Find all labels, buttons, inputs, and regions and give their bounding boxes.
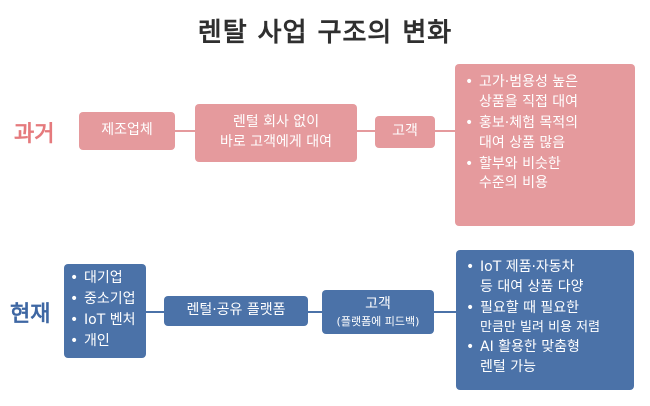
- present-customer-box: 고객 (플랫폼에 피드백): [322, 290, 434, 334]
- past-connector-3: [435, 130, 455, 132]
- diagram-title: 렌탈 사업 구조의 변화: [197, 18, 453, 48]
- past-customer-box: 고객: [375, 116, 435, 148]
- present-connector-1: [146, 311, 164, 313]
- present-connector-2: [308, 311, 322, 313]
- manufacturer-box: 제조업체: [79, 112, 175, 150]
- supplier-item: 중소기업: [70, 290, 140, 310]
- past-label: 과거: [14, 122, 55, 147]
- supplier-item: IoT 벤처: [70, 311, 140, 331]
- past-connector-2: [357, 130, 375, 132]
- direct-line-1: 렌털 회사 없이: [232, 114, 320, 131]
- present-feature-item: 필요할 때 필요한 만큼만 빌려 비용 저렴: [466, 299, 624, 337]
- past-feature-item: 할부와 비슷한 수준의 비용: [465, 155, 625, 195]
- past-feature-item: 홍보·체험 목적의 대여 상품 많음: [465, 114, 625, 154]
- direct-rental-box: 렌털 회사 없이 바로 고객에게 대여: [195, 104, 357, 162]
- platform-text: 렌털·공유 플랫폼: [186, 302, 286, 319]
- present-feature-item: AI 활용한 맞춤형 렌털 가능: [466, 338, 624, 378]
- past-connector-1: [175, 130, 195, 132]
- direct-line-2: 바로 고객에게 대여: [220, 134, 332, 150]
- supplier-item: 개인: [70, 332, 140, 352]
- past-feature-item: 고가·범용성 높은 상품을 직접 대여: [465, 73, 625, 113]
- present-feature-item: IoT 제품·자동차 등 대여 상품 다양: [466, 258, 624, 298]
- supplier-item: 대기업: [70, 269, 140, 289]
- manufacturer-text: 제조업체: [101, 122, 153, 139]
- suppliers-box: 대기업 중소기업 IoT 벤처 개인: [64, 264, 146, 358]
- present-label: 현재: [10, 302, 51, 327]
- platform-box: 렌털·공유 플랫폼: [164, 296, 308, 326]
- past-features-box: 고가·범용성 높은 상품을 직접 대여 홍보·체험 목적의 대여 상품 많음 할…: [455, 64, 635, 226]
- present-customer-text: 고객: [365, 295, 391, 312]
- present-connector-3: [434, 311, 456, 313]
- past-customer-text: 고객: [392, 123, 418, 140]
- present-customer-sub: (플랫폼에 피드백): [336, 315, 420, 329]
- present-features-box: IoT 제품·자동차 등 대여 상품 다양 필요할 때 필요한 만큼만 빌려 비…: [456, 250, 634, 390]
